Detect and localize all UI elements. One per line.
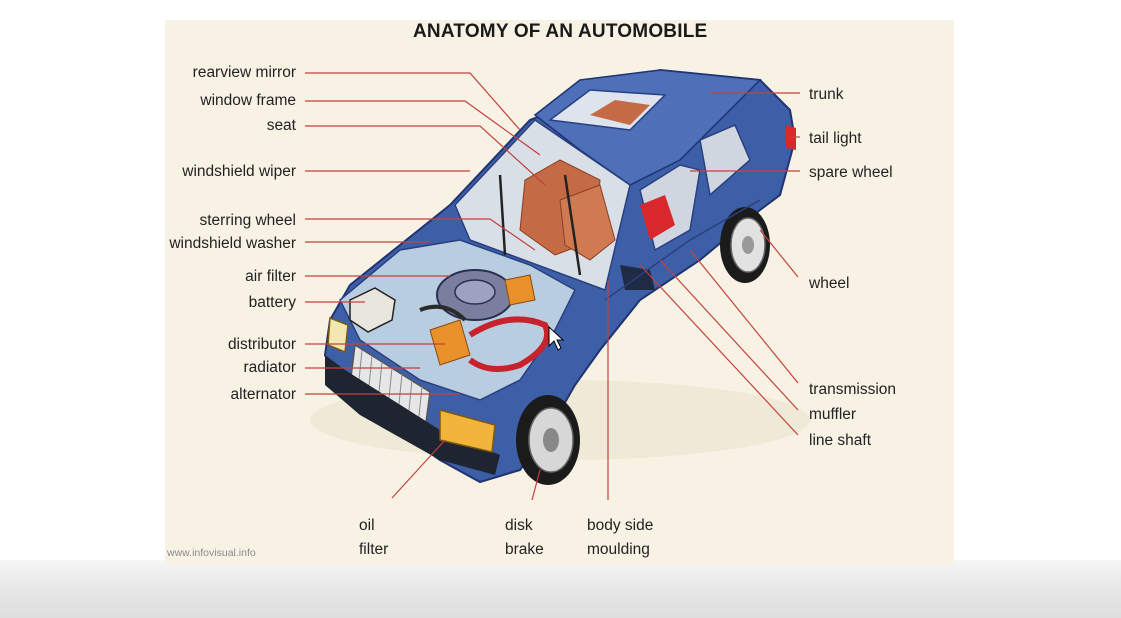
label-wheel: wheel — [809, 275, 850, 292]
front-bumper — [325, 355, 500, 475]
label-alternator: alternator — [230, 386, 296, 403]
engine-hoses — [468, 316, 551, 372]
label-filter: filter — [359, 541, 389, 558]
label-air-filter: air filter — [245, 268, 296, 285]
label-body-side: body side — [587, 517, 654, 534]
label-window-frame: window frame — [200, 92, 296, 109]
label-line-shaft: line shaft — [809, 432, 872, 449]
battery — [349, 287, 396, 333]
video-bottom-bar — [0, 560, 1121, 618]
label-tail-light: tail light — [809, 130, 862, 147]
label-brake: brake — [505, 541, 544, 558]
source-credit: www.infovisual.info — [167, 547, 256, 559]
label-disk: disk — [505, 517, 533, 534]
label-muffler: muffler — [809, 406, 857, 423]
label-windshield-washer: windshield washer — [169, 235, 296, 252]
diagram-title: ANATOMY OF AN AUTOMOBILE — [413, 21, 708, 42]
label-battery: battery — [248, 294, 296, 311]
leader-lines — [305, 72, 800, 501]
label-moulding: moulding — [587, 541, 650, 558]
headlight-right — [439, 409, 496, 453]
label-oil: oil — [359, 517, 375, 534]
label-spare-wheel: spare wheel — [809, 164, 893, 181]
mouse-cursor-icon — [548, 325, 565, 351]
label-rearview-mirror: rearview mirror — [192, 64, 296, 81]
label-distributor: distributor — [227, 336, 296, 353]
headlight-left — [327, 316, 349, 354]
label-windshield-wiper: windshield wiper — [182, 163, 296, 180]
label-transmission: transmission — [809, 381, 896, 398]
label-trunk: trunk — [809, 86, 844, 103]
label-radiator: radiator — [243, 359, 296, 376]
label-sterring-wheel: sterring wheel — [199, 212, 297, 229]
label-seat: seat — [266, 117, 296, 134]
